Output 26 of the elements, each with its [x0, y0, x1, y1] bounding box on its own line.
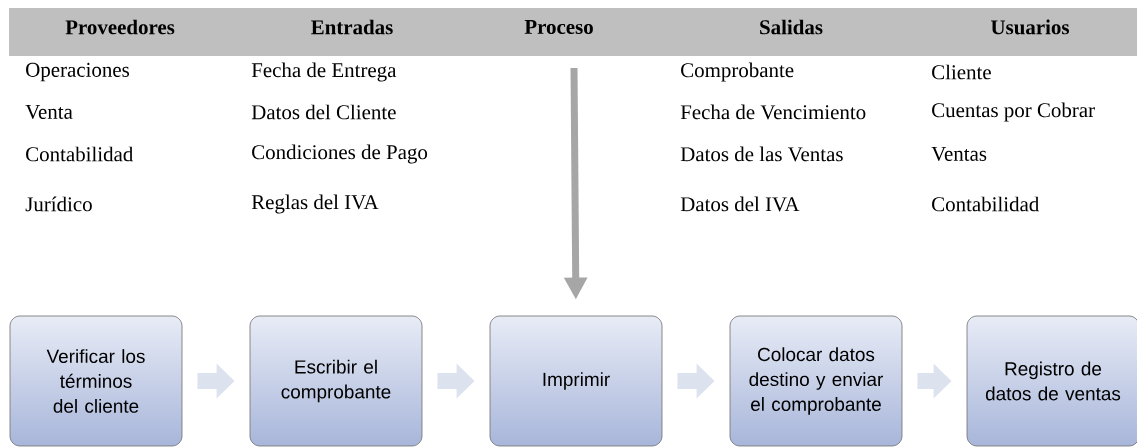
table-cell: Cuentas por Cobrar: [932, 102, 1095, 122]
header-cell: Entradas: [236, 8, 455, 56]
table-cell: Datos del IVA: [680, 196, 800, 212]
table-cell: Fecha de Entrega: [251, 62, 397, 82]
process-box: Escribir el comprobante: [249, 315, 423, 447]
header-cell: Proceso: [455, 8, 664, 56]
table-cell: Fecha de Vencimiento: [680, 104, 866, 120]
process-box: Verificar los términos del cliente: [9, 315, 183, 447]
table-cell: Venta: [25, 105, 73, 119]
table-cell: Datos del Cliente: [251, 104, 396, 120]
table-cell: Reglas del IVA: [251, 194, 379, 214]
process-box: Registro de datos de ventas: [966, 315, 1137, 447]
header-cell: Proveedores: [9, 8, 236, 56]
process-box: Colocar datos destino y enviar el comprobante: [729, 315, 903, 447]
table-cell: Ventas: [931, 147, 987, 161]
table-cell: Contabilidad: [932, 196, 1040, 212]
table-cell: Cliente: [932, 64, 991, 80]
table-cell: Operaciones: [26, 62, 130, 82]
table-cell: Jurídico: [25, 196, 92, 212]
table-cell: Contabilidad: [26, 146, 134, 162]
process-box: Imprimir: [489, 315, 663, 447]
table-cell: Condiciones de Pago: [252, 144, 428, 164]
table-cell: Comprobante: [681, 62, 794, 82]
table-cell: Datos de las Ventas: [680, 146, 843, 162]
header-cell: Salidas: [664, 8, 910, 56]
header-cell: Usuarios: [910, 8, 1137, 56]
